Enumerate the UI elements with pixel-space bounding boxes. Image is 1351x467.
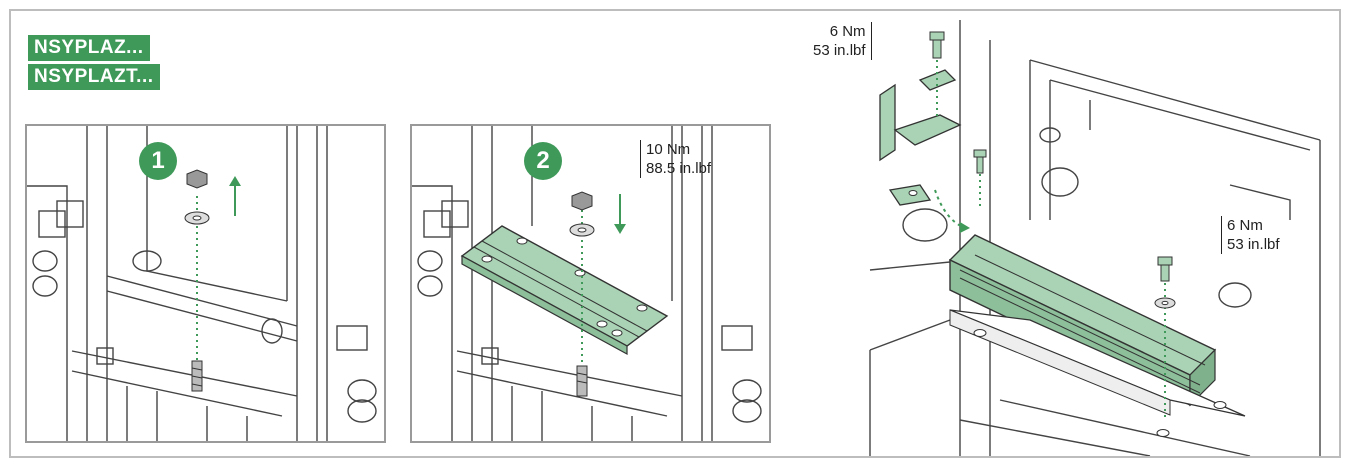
arrow-up-icon — [229, 176, 241, 216]
washer-icon — [184, 211, 210, 225]
detail-drawing — [869, 20, 1321, 456]
product-code-badge: NSYPLAZ... — [28, 35, 150, 61]
earth-bracket — [879, 69, 962, 206]
nut-icon — [571, 191, 593, 211]
base-bracket — [949, 309, 1246, 437]
enclosure-drawing — [412, 126, 762, 441]
step-2-panel: 2 10 Nm 88.5 in.lbf — [410, 124, 771, 443]
screw-icon — [1157, 256, 1173, 282]
screw-icon — [576, 365, 588, 397]
arrow-icon — [960, 222, 970, 233]
torque-label: 6 Nm 53 in.lbf — [813, 22, 872, 60]
product-code-badge: NSYPLAZT... — [28, 64, 160, 90]
torque-label: 6 Nm 53 in.lbf — [1221, 216, 1280, 254]
screw-icon — [929, 31, 945, 59]
step-number-badge: 2 — [524, 142, 562, 180]
washer-icon — [1154, 297, 1176, 309]
washer-icon — [569, 223, 595, 237]
detail-view: 6 Nm 53 in.lbf 6 Nm 53 in.lbf — [813, 20, 1330, 456]
step-number-badge: 1 — [139, 142, 177, 180]
step-1-panel: 1 — [25, 124, 386, 443]
torque-label: 10 Nm 88.5 in.lbf — [640, 140, 711, 178]
screw-icon — [973, 149, 987, 174]
arrow-down-icon — [614, 194, 626, 234]
enclosure-drawing — [27, 126, 377, 441]
screw-icon — [191, 360, 203, 392]
mounting-plate — [460, 225, 669, 356]
nut-icon — [186, 169, 208, 189]
